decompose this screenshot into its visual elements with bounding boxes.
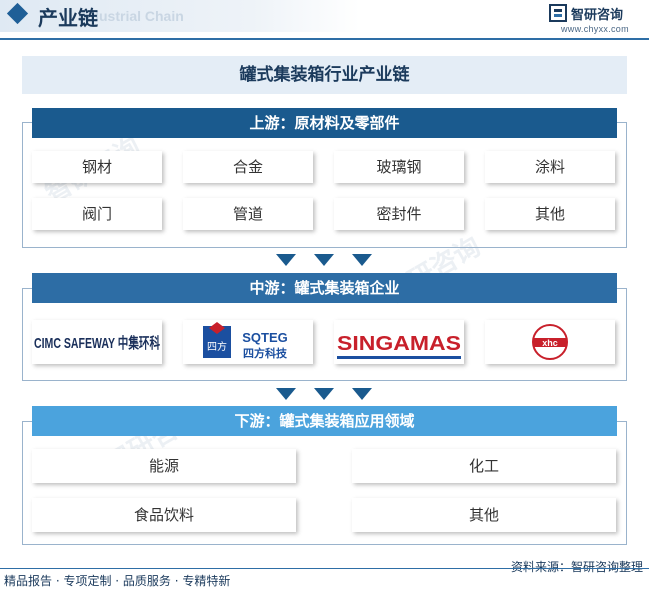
flow-arrow-icon [352, 254, 372, 266]
upstream-item: 合金 [183, 151, 313, 183]
upstream-item: 涂料 [485, 151, 615, 183]
xhc-logo-text: xhc [542, 338, 558, 348]
downstream-item: 能源 [32, 449, 296, 483]
svg-text:四方科技: 四方科技 [243, 346, 288, 360]
footer-tagline: 精品报告 · 专项定制 · 品质服务 · 专精特新 [4, 574, 231, 588]
flow-arrow-icon [276, 254, 296, 266]
flow-arrow-icon [352, 388, 372, 400]
sqteg-logo-text: SQTEG [242, 330, 288, 345]
brand-logo: 智研咨询 www.chyxx.com [549, 4, 639, 36]
downstream-item: 食品饮料 [32, 498, 296, 532]
header-title: 产业链 [38, 6, 98, 30]
brand-url: www.chyxx.com [561, 24, 629, 34]
cimc-safeway-logo: CIMC SAFEWAY 中集环科 [32, 320, 162, 364]
cimc-safeway-logo-text: CIMC SAFEWAY 中集环科 [34, 334, 160, 352]
diagram-title: 罐式集装箱行业产业链 [22, 56, 627, 94]
svg-text:四方: 四方 [207, 340, 227, 353]
source-note: 资料来源：智研咨询整理 [510, 560, 643, 574]
brand-name: 智研咨询 [571, 8, 624, 23]
page-header: Industrial Chain 产业链 智研咨询 www.chyxx.com [0, 0, 649, 40]
upstream-item: 阀门 [32, 198, 162, 230]
downstream-item: 化工 [352, 449, 616, 483]
header-subtitle: Industrial Chain [78, 8, 184, 24]
upstream-item: 钢材 [32, 151, 162, 183]
singamas-logo-text: SINGAMAS [337, 333, 461, 355]
upstream-item: 管道 [183, 198, 313, 230]
header-band [0, 0, 360, 32]
upstream-header: 上游：原材料及零部件 [32, 108, 617, 138]
flow-arrow-icon [276, 388, 296, 400]
upstream-item: 密封件 [334, 198, 464, 230]
sqteg-logo: 四方 SQTEG 四方科技 [183, 320, 313, 364]
singamas-logo: SINGAMAS [334, 320, 464, 364]
brand-logo-icon [549, 4, 567, 22]
downstream-header: 下游：罐式集装箱应用领域 [32, 406, 617, 436]
header-divider [0, 38, 649, 40]
upstream-item: 其他 [485, 198, 615, 230]
upstream-item: 玻璃钢 [334, 151, 464, 183]
downstream-item: 其他 [352, 498, 616, 532]
flow-arrow-icon [314, 388, 334, 400]
xhc-logo: xhc [485, 320, 615, 364]
flow-arrow-icon [314, 254, 334, 266]
footer-divider [0, 568, 649, 569]
midstream-header: 中游：罐式集装箱企业 [32, 273, 617, 303]
